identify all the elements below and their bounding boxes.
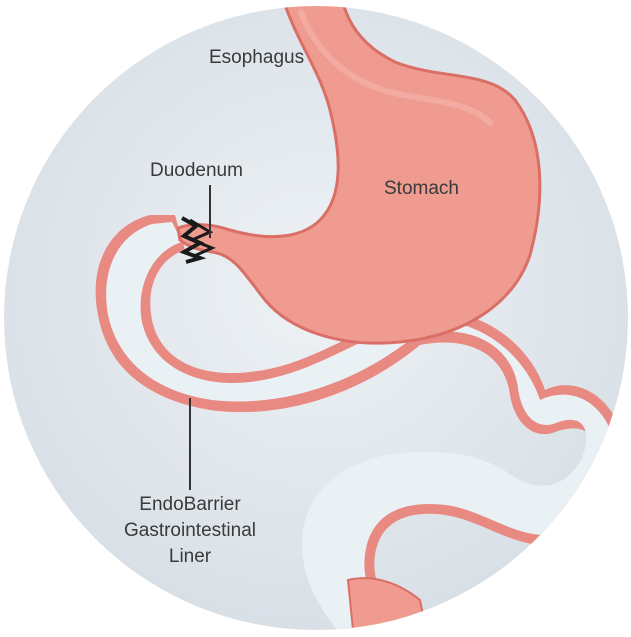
label-duodenum: Duodenum — [150, 160, 243, 181]
label-liner-line1: EndoBarrier — [139, 494, 241, 515]
label-liner-line2: Gastrointestinal — [124, 520, 256, 541]
label-liner-line3: Liner — [169, 546, 212, 567]
label-esophagus: Esophagus — [209, 47, 304, 68]
label-stomach: Stomach — [384, 178, 459, 199]
